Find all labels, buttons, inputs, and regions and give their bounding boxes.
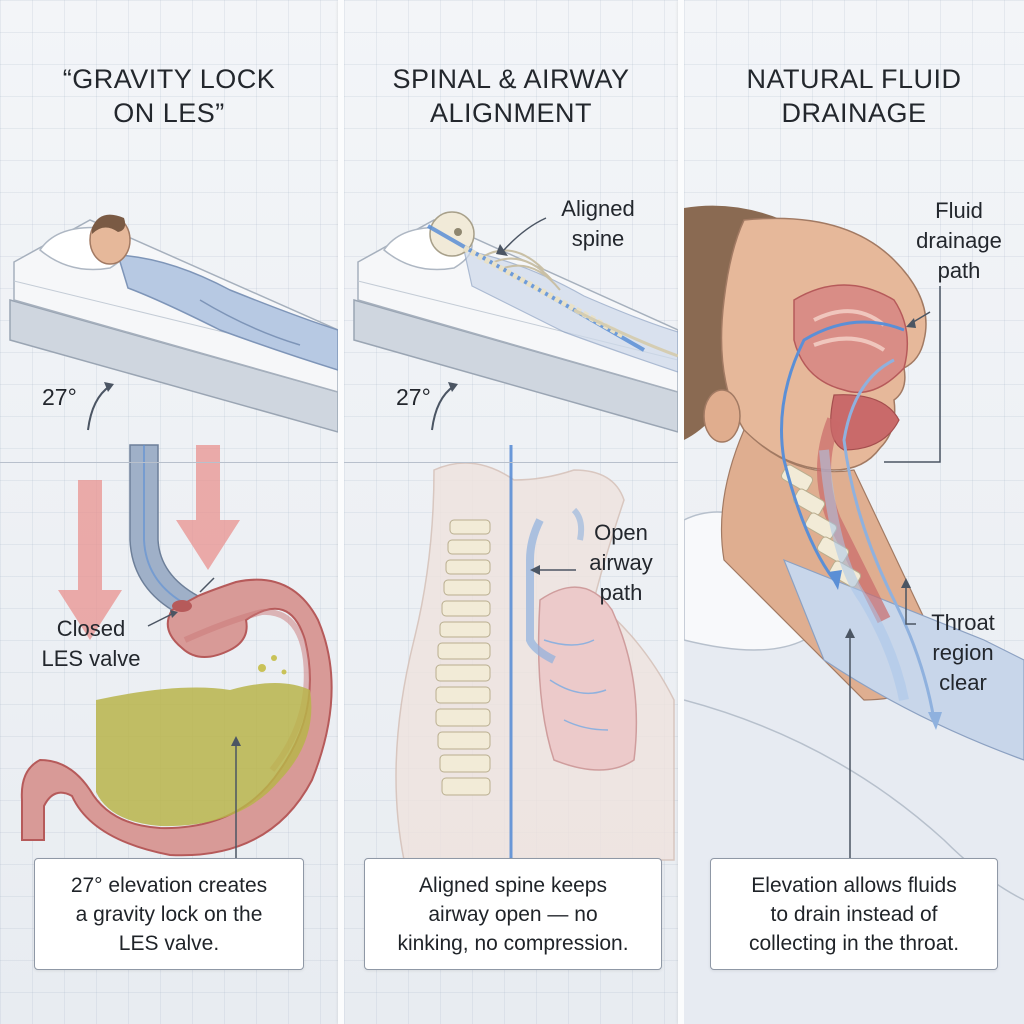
caption-box: Aligned spine keeps airway open — no kin… (364, 858, 662, 970)
fluid-drainage-label: Fluid drainage path (904, 196, 1014, 286)
label-line: spine (571, 226, 625, 251)
panel-spinal-alignment: SPINAL & AIRWAY ALIGNMENT (344, 0, 678, 1024)
caption-line: kinking, no compression. (397, 931, 629, 955)
spinal-alignment-illustration (353, 211, 678, 861)
elevation-angle: 27° (42, 384, 77, 410)
throat-pointer-line (905, 582, 916, 625)
bronchi (543, 639, 609, 731)
aligned-spine-label: Aligned spine (548, 194, 648, 254)
drainage-flow-arrowhead (828, 570, 842, 590)
caption-pointer-arrowhead (231, 736, 241, 746)
title-line: SPINAL & AIRWAY (392, 64, 630, 94)
section-divider (0, 462, 338, 463)
leg-bones (573, 308, 678, 358)
nasal-turbinate (813, 309, 886, 327)
patient-body (116, 254, 338, 371)
throat-clear-label: Throat region clear (918, 608, 1008, 698)
label-line: LES valve (41, 646, 141, 671)
patient-hair (92, 214, 126, 234)
throat-pointer-arrowhead (901, 578, 911, 588)
label-line: airway (589, 550, 653, 575)
nasal-turbinate (813, 336, 886, 352)
les-valve-label: Closed LES valve (38, 614, 144, 674)
title-line: ALIGNMENT (429, 98, 593, 128)
esophagus-flow (143, 445, 183, 603)
title-line: NATURAL FLUID (746, 64, 962, 94)
stomach-fluid (96, 683, 312, 827)
elevation-angle: 27° (396, 384, 431, 410)
drainage-pointer-bracket (884, 286, 941, 463)
panel-title: SPINAL & AIRWAY ALIGNMENT (344, 62, 678, 130)
les-pointer-arrowhead (170, 610, 178, 618)
fluid-bubble (281, 669, 287, 675)
caption-line: LES valve. (118, 931, 220, 955)
label-line: path (937, 258, 981, 283)
drainage-flow-line (842, 358, 936, 721)
label-line: path (599, 580, 643, 605)
airway-pointer-arrowhead (530, 565, 540, 575)
vertebral-column (435, 519, 491, 796)
panel-title: NATURAL FLUID DRAINAGE (684, 62, 1024, 130)
caption-line: to drain instead of (770, 902, 938, 926)
fluid-bubble (271, 655, 277, 661)
angle-arc (87, 385, 111, 431)
label-line: Throat (931, 610, 995, 635)
airway-path (526, 518, 556, 664)
drainage-flow-arrowhead (928, 712, 942, 730)
caption-box: Elevation allows fluids to drain instead… (710, 858, 998, 970)
label-line: Aligned (561, 196, 635, 221)
label-line: Open (594, 520, 648, 545)
spine-pointer-line (503, 217, 547, 251)
gravity-arrow-right (176, 445, 240, 570)
section-divider (344, 462, 678, 463)
label-line: drainage (916, 228, 1002, 253)
angle-arrowhead (104, 382, 114, 392)
open-airway-label: Open airway path (576, 518, 666, 608)
nasal-airway (571, 507, 585, 541)
caption-pointer-arrowhead (845, 628, 855, 638)
label-line: region (932, 640, 994, 665)
les-pointer-line (147, 613, 173, 627)
panel-fluid-drainage: NATURAL FLUID DRAINAGE (684, 0, 1024, 1024)
caption-line: airway open — no (428, 902, 598, 926)
caption-line: Elevation allows fluids (751, 873, 957, 897)
caption-line: collecting in the throat. (748, 931, 960, 955)
caption-line: a gravity lock on the (75, 902, 263, 926)
ear (703, 389, 741, 443)
fluid-bubble (258, 664, 266, 672)
stomach (20, 578, 333, 857)
spine-pointer-arrowhead (496, 244, 508, 256)
title-line: ON LES” (113, 98, 225, 128)
caption-line: Aligned spine keeps (419, 873, 607, 897)
ribcage (483, 249, 561, 291)
angle-arc (431, 385, 455, 431)
angle-arrowhead (448, 382, 458, 392)
drainage-flow-line (780, 320, 905, 581)
gravity-lock-illustration (9, 214, 338, 858)
panel-title: “GRAVITY LOCK ON LES” (0, 62, 338, 130)
drainage-flow-band (819, 449, 909, 701)
les-pointer-line-2 (199, 577, 215, 593)
label-line: clear (939, 670, 987, 695)
gravity-arrow-left (58, 480, 122, 640)
caption-box: 27° elevation creates a gravity lock on … (34, 858, 304, 970)
drainage-pointer-arrowhead (906, 318, 916, 328)
panel-divider (338, 0, 344, 1024)
les-valve (172, 600, 192, 612)
caption-line: 27° elevation creates (70, 873, 268, 897)
patient-arm (199, 299, 301, 346)
title-line: “GRAVITY LOCK (62, 64, 276, 94)
panel-divider (678, 0, 684, 1024)
panel-gravity-lock: “GRAVITY LOCK ON LES” (0, 0, 338, 1024)
skull-eye (454, 228, 462, 236)
label-line: Closed (56, 616, 126, 641)
label-line: Fluid (935, 198, 983, 223)
title-line: DRAINAGE (781, 98, 927, 128)
lung (537, 586, 638, 771)
